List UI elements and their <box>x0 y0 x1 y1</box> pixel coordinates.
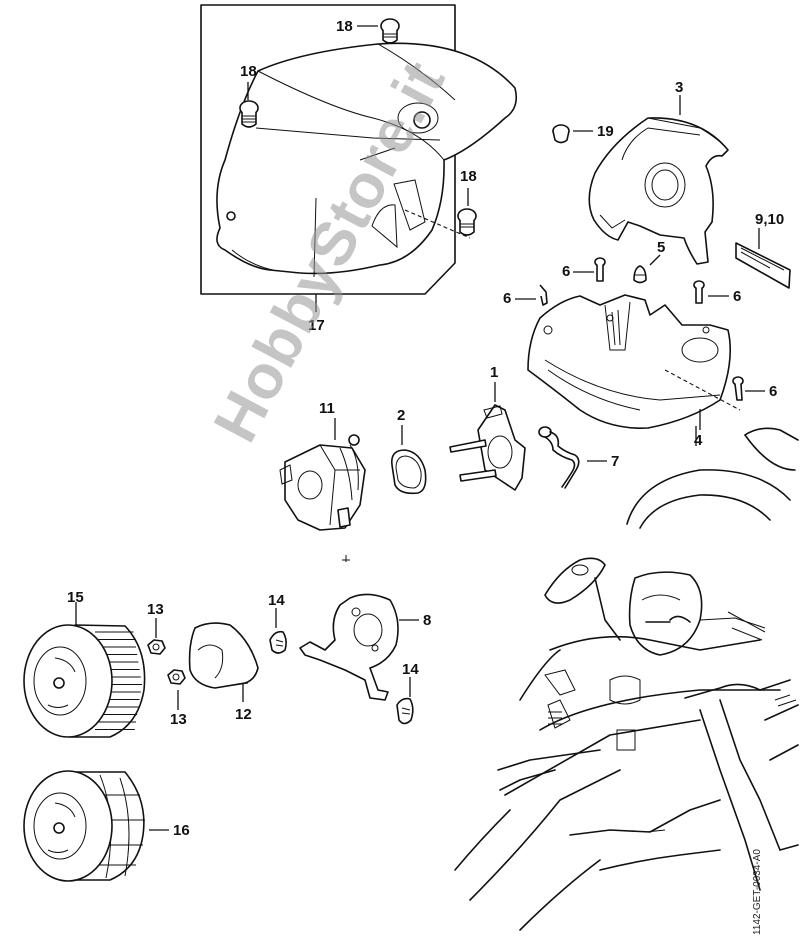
callout-6d: 6 <box>769 383 778 400</box>
flange-1 <box>449 404 526 491</box>
callout-14b: 14 <box>402 661 419 678</box>
baffle-3 <box>588 117 729 265</box>
callout-11: 8 <box>423 612 432 629</box>
carrier-4 <box>527 294 741 429</box>
shroud-17 <box>216 42 518 278</box>
callout-5: 5 <box>657 239 666 256</box>
screw-6b <box>539 284 548 306</box>
plate-7 <box>735 242 791 289</box>
callout-14a: 14 <box>268 592 285 609</box>
reference-code: 1142-GET-0034-A0 <box>752 849 763 935</box>
callout-8: 7 <box>611 453 620 470</box>
retainer-14b <box>396 697 414 725</box>
nut-13a <box>147 639 166 655</box>
kit-17-frame <box>200 4 456 295</box>
fitting-8 <box>538 426 580 489</box>
chainsaw-body <box>454 427 799 931</box>
dashed-leader-18c <box>404 209 471 239</box>
callout-16: 16 <box>173 822 190 839</box>
callout-3: 3 <box>675 79 684 96</box>
callout-15: 15 <box>67 589 84 606</box>
callout-18b: 18 <box>240 63 257 80</box>
callout-19: 19 <box>597 123 614 140</box>
callout-18c: 18 <box>460 168 477 185</box>
screw-6a <box>594 257 606 282</box>
twist-lock-18b <box>239 100 259 128</box>
callout-6b: 6 <box>503 290 512 307</box>
callout-4: 4 <box>694 432 703 449</box>
carburetor-9-10 <box>279 434 366 562</box>
retainer-14a <box>269 630 287 654</box>
callout-7: 9,10 <box>755 211 785 228</box>
callout-1: 1 <box>490 364 499 381</box>
callout-6a: 6 <box>562 263 571 280</box>
screw-6d <box>732 376 744 401</box>
callout-6c: 6 <box>733 288 742 305</box>
nut-13b <box>167 669 186 685</box>
gasket-2 <box>390 449 427 495</box>
callout-13a: 13 <box>147 601 164 618</box>
buffer-19 <box>552 124 570 144</box>
grommet-5 <box>633 265 647 284</box>
callout-13b: 13 <box>170 711 187 728</box>
callout-12: 12 <box>235 706 252 723</box>
twist-lock-18a <box>380 18 400 44</box>
filter-15 <box>23 624 146 738</box>
callout-2: 2 <box>397 407 406 424</box>
callout-17: 17 <box>308 317 325 334</box>
filter-16 <box>23 770 145 882</box>
callout-9-10: 11 <box>319 400 335 417</box>
screw-6c <box>693 280 705 304</box>
twist-lock-18c <box>457 208 477 236</box>
cover-12 <box>188 622 259 689</box>
callout-18a: 18 <box>336 18 353 35</box>
baseplate-11 <box>299 593 399 701</box>
